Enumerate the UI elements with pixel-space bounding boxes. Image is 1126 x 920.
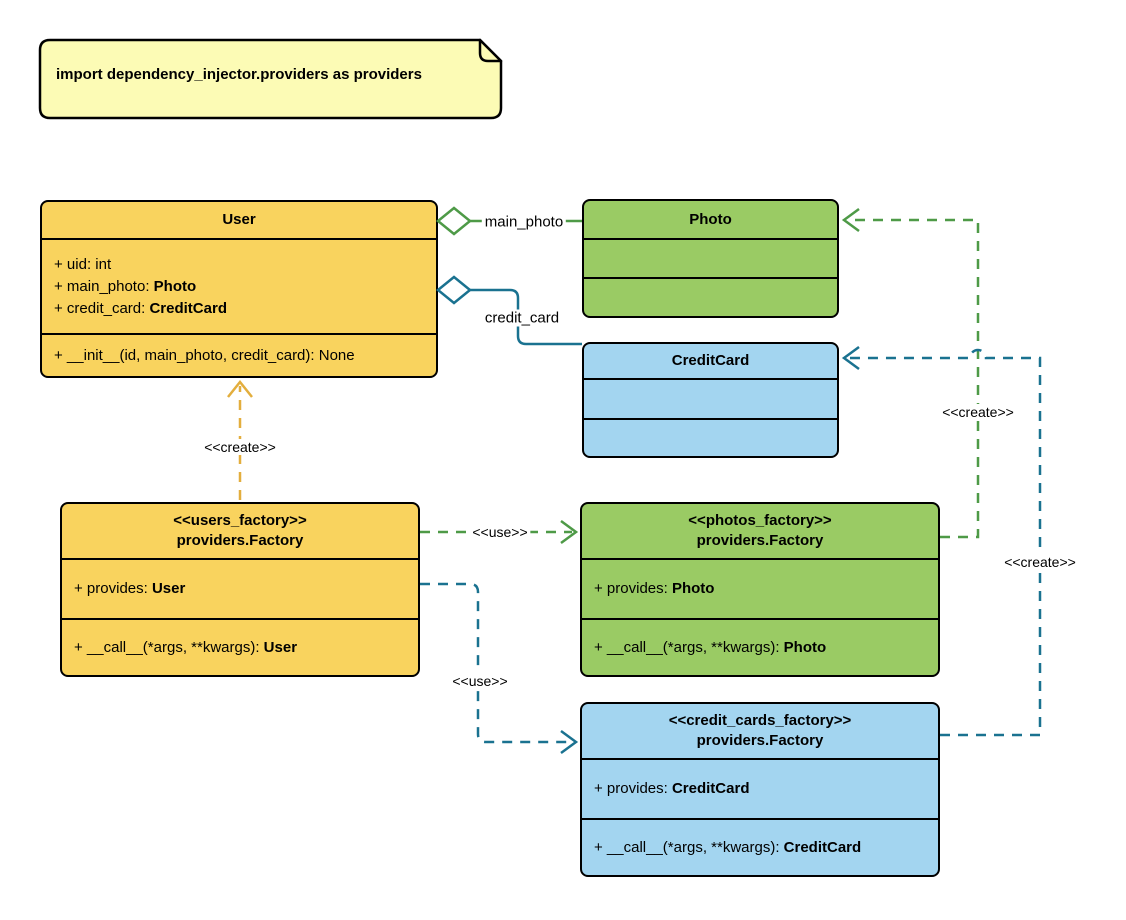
class-title-text: providers.Factory	[176, 532, 304, 549]
note-text: import dependency_injector.providers as …	[56, 66, 422, 83]
method-line: + __call__(*args, **kwargs): Photo	[594, 638, 827, 656]
edge-label-create-credit-card: <<create>>	[1001, 554, 1079, 570]
method-line: + __call__(*args, **kwargs): User	[74, 638, 298, 656]
class-photo-methods	[584, 277, 837, 316]
attribute-line: + provides: CreditCard	[594, 780, 750, 797]
attribute-line: + uid: int	[54, 255, 112, 273]
class-photo-title: Photo	[584, 201, 837, 238]
method-line: + __call__(*args, **kwargs): CreditCard	[594, 838, 862, 856]
class-photos-factory: <<photos_factory>> providers.Factory + p…	[580, 502, 940, 677]
open-arrowhead-icon	[560, 729, 579, 755]
class-user-title: User	[42, 202, 436, 238]
method-line: + __init__(id, main_photo, credit_card):…	[54, 346, 355, 364]
class-title-text: User	[222, 211, 256, 229]
class-stereotype-text: <<users_factory>>	[173, 512, 307, 530]
class-users-factory-methods: + __call__(*args, **kwargs): User	[62, 618, 418, 675]
aggregation-diamond-icon	[436, 275, 472, 305]
class-user: User + uid: int + main_photo: Photo + cr…	[40, 200, 438, 378]
class-users-factory-attributes: + provides: User	[62, 558, 418, 618]
class-credit-cards-factory-attributes: + provides: CreditCard	[582, 758, 938, 818]
class-photo: Photo	[582, 199, 839, 318]
class-credit-cards-factory-methods: + __call__(*args, **kwargs): CreditCard	[582, 818, 938, 875]
class-credit-card: CreditCard	[582, 342, 839, 458]
class-title-text: providers.Factory	[696, 732, 824, 749]
open-arrowhead-icon	[841, 207, 860, 233]
attribute-line: + provides: User	[74, 580, 186, 597]
edge-label-use-credit-cards-factory: <<use>>	[449, 673, 511, 689]
open-arrowhead-icon	[841, 345, 860, 371]
attribute-line: + credit_card: CreditCard	[54, 299, 227, 317]
edge-label-create-user: <<create>>	[201, 439, 279, 455]
class-photo-attributes	[584, 238, 837, 277]
edge-label-create-photo: <<create>>	[939, 404, 1017, 420]
create-edge-photos-factory-photo	[841, 207, 980, 539]
class-user-attributes: + uid: int + main_photo: Photo + credit_…	[42, 238, 436, 333]
class-credit-card-methods	[584, 418, 837, 456]
edge-label-use-photos-factory: <<use>>	[469, 524, 531, 540]
class-title-text: Photo	[689, 210, 732, 228]
class-credit-cards-factory-title: <<credit_cards_factory>> providers.Facto…	[582, 704, 938, 758]
class-title-text: providers.Factory	[696, 532, 824, 549]
class-user-methods: + __init__(id, main_photo, credit_card):…	[42, 333, 436, 376]
note-fold-corner	[478, 38, 503, 63]
class-photos-factory-title: <<photos_factory>> providers.Factory	[582, 504, 938, 558]
class-photos-factory-attributes: + provides: Photo	[582, 558, 938, 618]
open-arrowhead-icon	[560, 519, 579, 545]
edge-label-main-photo: main_photo	[481, 213, 567, 231]
class-credit-card-title: CreditCard	[584, 344, 837, 378]
attribute-line: + provides: Photo	[594, 580, 715, 597]
open-arrowhead-icon	[227, 379, 253, 398]
class-credit-cards-factory: <<credit_cards_factory>> providers.Facto…	[580, 702, 940, 877]
class-stereotype-text: <<credit_cards_factory>>	[668, 712, 852, 730]
class-title-text: CreditCard	[671, 352, 750, 370]
aggregation-diamond-icon	[436, 206, 472, 236]
edge-label-credit-card: credit_card	[481, 309, 563, 327]
class-users-factory-title: <<users_factory>> providers.Factory	[62, 504, 418, 558]
use-edge-users-factory-credit-cards-factory	[420, 582, 579, 755]
class-credit-card-attributes	[584, 378, 837, 418]
attribute-line: + main_photo: Photo	[54, 277, 197, 295]
class-stereotype-text: <<photos_factory>>	[688, 512, 832, 530]
class-users-factory: <<users_factory>> providers.Factory + pr…	[60, 502, 420, 677]
class-photos-factory-methods: + __call__(*args, **kwargs): Photo	[582, 618, 938, 675]
